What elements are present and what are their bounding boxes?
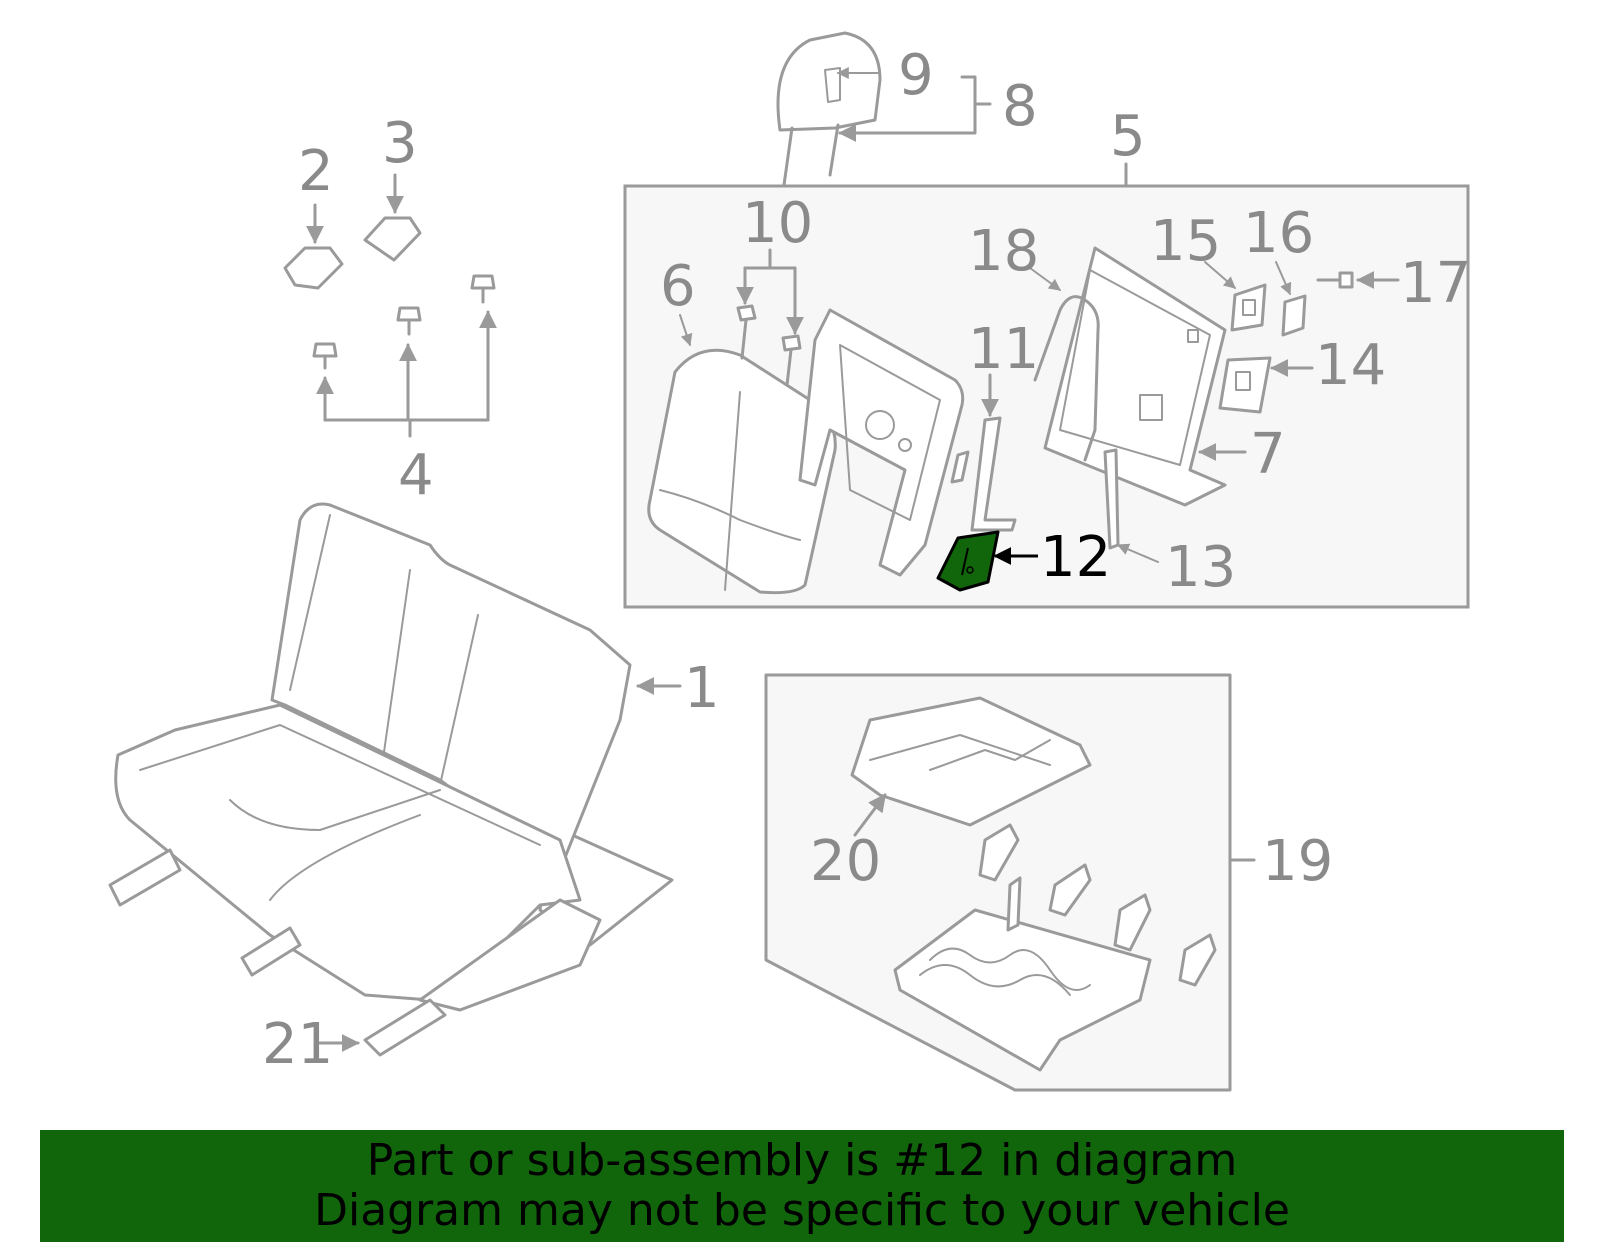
callout-12: 12 [993,525,1111,590]
part-15-drawing [1230,283,1267,332]
callout-label-1: 1 [684,656,720,721]
callout-label-4: 4 [398,443,434,508]
headrest-drawing [776,31,882,187]
callout-label-10: 10 [742,191,813,256]
callout-11: 11 [968,317,1039,417]
callout-17: 17 [1356,251,1471,316]
callout-14: 14 [1270,333,1386,398]
callout-18: 18 [968,219,1061,291]
screw-17-drawing [1316,271,1354,289]
callout-19: 19 [1228,829,1333,894]
callout-3: 3 [382,111,418,214]
banner-line-part: Part or sub-assembly is #12 in diagram [366,1135,1238,1186]
callout-label-19: 19 [1262,829,1333,894]
bracket-11-drawing [950,416,1017,532]
headrest-guides-10-drawing [736,304,802,387]
callout-label-20: 20 [810,829,881,894]
callout-7: 7 [1198,422,1286,487]
callout-21: 21 [262,1012,360,1077]
callout-15: 15 [1150,209,1236,289]
callout-label-2: 2 [298,139,334,204]
callout-2: 2 [298,139,334,244]
banner-line-disclaimer: Diagram may not be specific to your vehi… [314,1185,1290,1236]
callout-1: 1 [636,656,720,721]
callout-4: 4 [316,310,497,508]
callout-label-17: 17 [1400,251,1471,316]
callout-20: 20 [810,793,887,894]
callout-6: 6 [660,254,696,347]
callout-label-13: 13 [1165,535,1236,600]
part-14-drawing [1218,356,1272,414]
part-16-drawing [1281,294,1307,337]
callout-16: 16 [1243,201,1314,296]
callout-9: 9 [836,43,934,108]
cap-2-drawing [283,246,344,290]
callout-label-21: 21 [262,1012,333,1077]
cap-3-drawing [363,216,422,262]
callout-label-15: 15 [1150,209,1221,274]
callout-label-14: 14 [1315,333,1386,398]
callout-label-7: 7 [1250,422,1286,487]
callout-label-12: 12 [1040,525,1111,590]
callout-label-16: 16 [1243,201,1314,266]
seat-back-frame-drawing [798,308,965,577]
callout-label-3: 3 [382,111,418,176]
callout-label-9: 9 [898,43,934,108]
wire-18-drawing [1033,295,1100,462]
callout-10: 10 [736,191,813,335]
info-banner: Part or sub-assembly is #12 in diagram D… [40,1130,1564,1242]
rear-seat-1-drawing [108,502,674,1057]
callout-8: 8 [838,74,1038,142]
cushion-frame-drawing [893,823,1217,1072]
part-12-highlighted[interactable] [936,530,1000,592]
callout-label-8: 8 [1002,74,1038,139]
cushion-pad-20-drawing [850,696,1092,827]
back-cushion-6-drawing [647,348,837,595]
callout-label-11: 11 [968,317,1039,382]
bolts-4-drawing [312,274,496,370]
callout-label-6: 6 [660,254,696,319]
callout-label-5: 5 [1110,104,1146,169]
callout-13: 13 [1116,535,1236,600]
callout-label-18: 18 [968,219,1039,284]
